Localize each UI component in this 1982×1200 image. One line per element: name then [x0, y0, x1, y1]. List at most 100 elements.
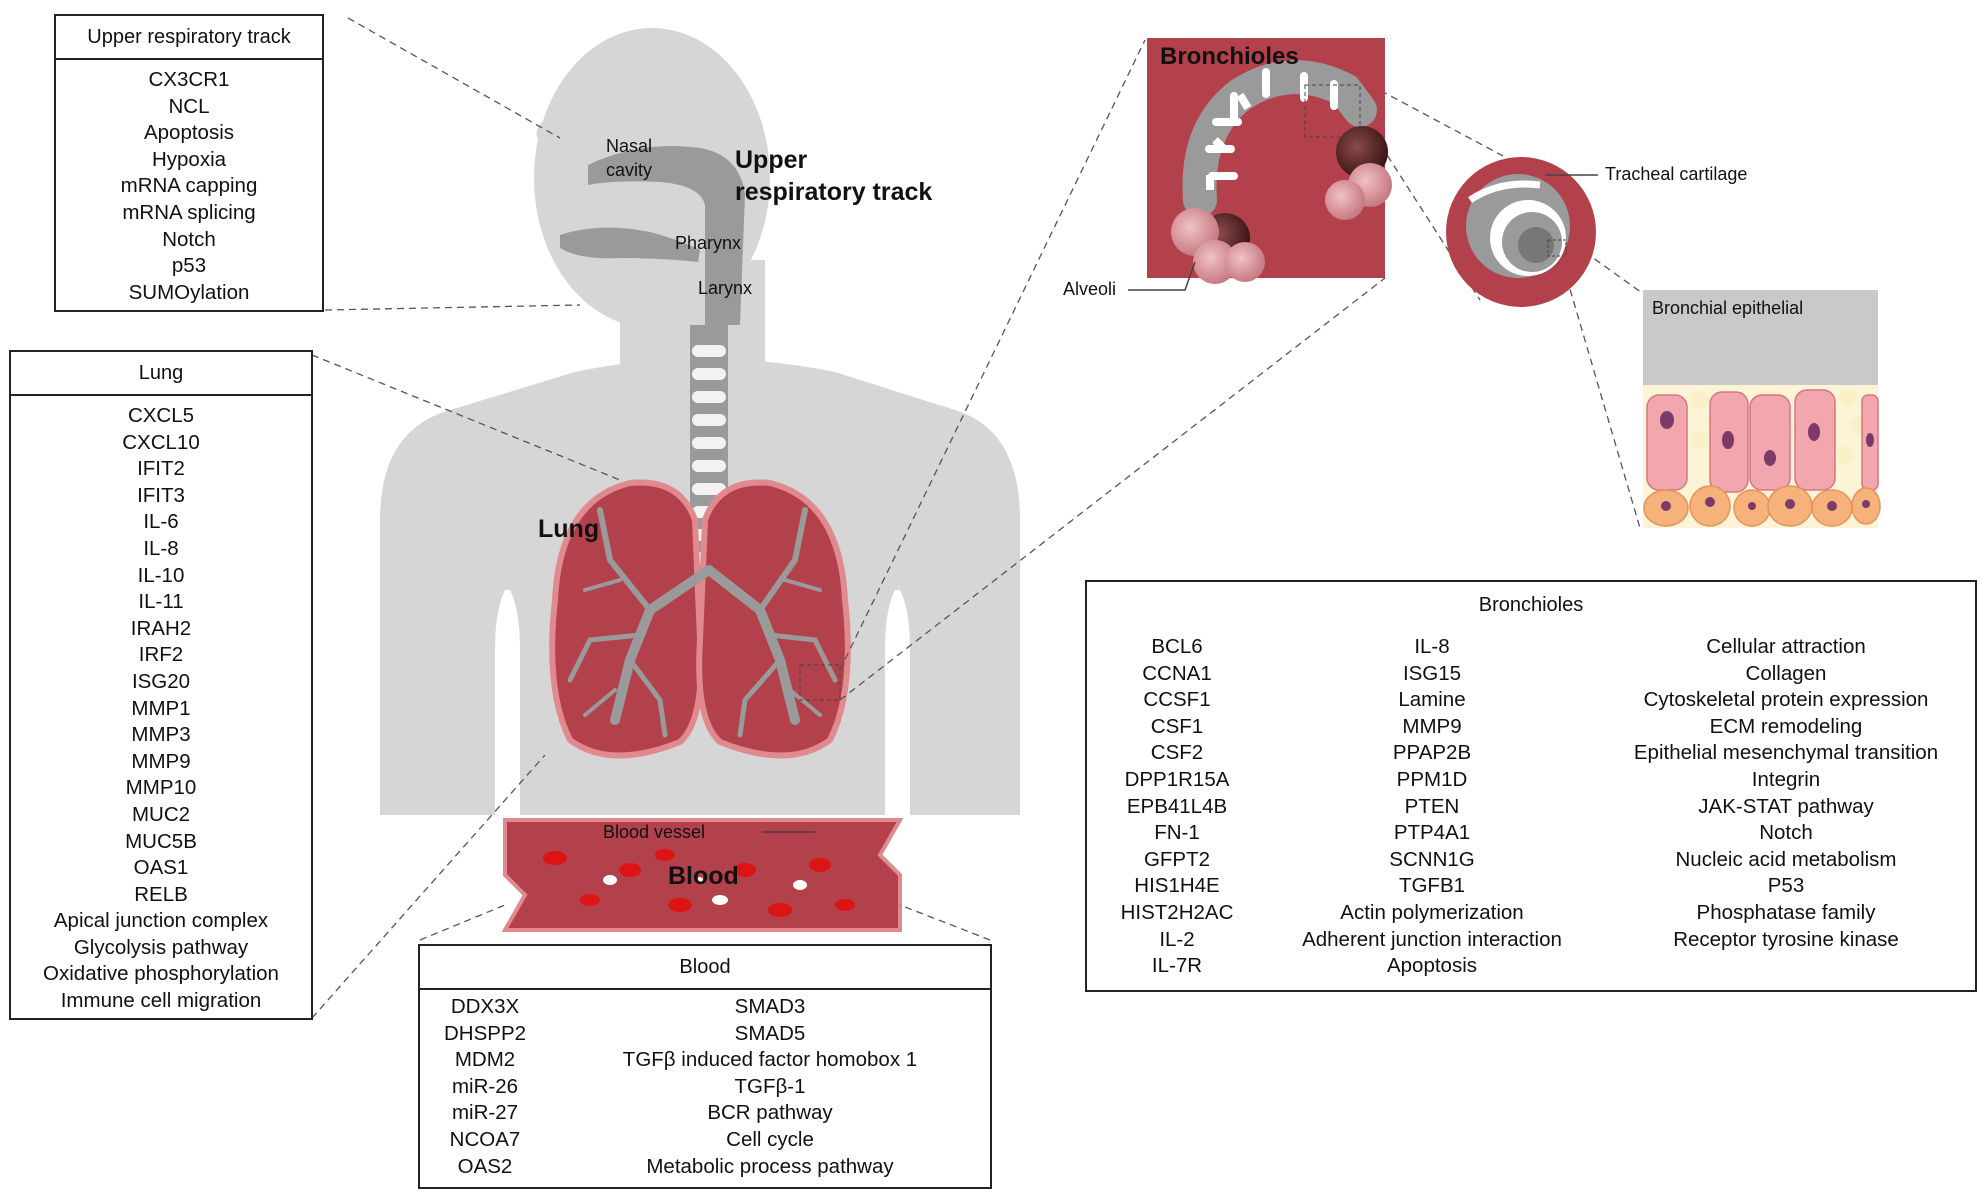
list-item: IL-10	[137, 563, 185, 587]
list-item: CXCL10	[122, 430, 200, 454]
list-item: IL-2	[1159, 927, 1195, 951]
list-item: PTEN	[1404, 794, 1460, 818]
list-item: IFIT2	[137, 457, 185, 481]
list-item: SMAD5	[734, 1021, 806, 1045]
list-item: CCSF1	[1143, 688, 1211, 712]
blood-vessel	[501, 818, 904, 932]
bronchioles-box: Bronchioles BCL6 CCNA1 CCSF1 CSF1 CSF2 D…	[1085, 580, 1977, 992]
list-item: BCR pathway	[707, 1101, 833, 1125]
list-item: Phosphatase family	[1696, 900, 1876, 924]
list-item: Apoptosis	[1386, 954, 1478, 978]
blood-box-header: Blood	[420, 946, 990, 990]
list-item: BCL6	[1151, 635, 1203, 658]
list-item: MMP1	[131, 696, 191, 720]
upper-respiratory-box: Upper respiratory track CX3CR1 NCL Apopt…	[54, 14, 324, 312]
list-item: Epithelial mesenchymal transition	[1633, 741, 1939, 765]
list-item: ISG20	[131, 669, 191, 693]
list-item: Glycolysis pathway	[73, 935, 249, 959]
list-item: TGFβ induced factor homobox 1	[622, 1048, 918, 1072]
blood-list-col2: SMAD3 SMAD5 TGFβ induced factor homobox …	[550, 994, 990, 1180]
list-item: JAK-STAT pathway	[1698, 794, 1874, 818]
list-item: IL-8	[143, 536, 179, 560]
list-item: PPM1D	[1396, 767, 1468, 791]
list-item: Cell cycle	[726, 1127, 814, 1151]
lung-box: Lung CXCL5 CXCL10 IFIT2 IFIT3 IL-6 IL-8 …	[9, 350, 313, 1020]
list-item: Actin polymerization	[1340, 900, 1524, 924]
lung-zoom-box	[799, 664, 841, 701]
tracheal-cartilage-diagram	[1446, 157, 1596, 307]
list-item: PTP4A1	[1393, 821, 1471, 845]
bronchioles-panel	[1147, 38, 1392, 284]
upper-title-line1: Upper	[735, 146, 808, 174]
list-item: HIST2H2AC	[1120, 900, 1234, 924]
lung-title: Lung	[538, 515, 600, 543]
list-item: Lamine	[1398, 688, 1466, 712]
bronchial-epithelial-label: Bronchial epithelial	[1652, 298, 1804, 318]
bronchioles-list-col3: Cellular attraction Collagen Cytoskeleta…	[1597, 634, 1975, 953]
list-item: IL-6	[143, 510, 179, 534]
list-item: DHSPP2	[443, 1021, 527, 1045]
list-item: CX3CR1	[148, 68, 230, 91]
list-item: MMP10	[125, 776, 197, 800]
lung-box-header: Lung	[11, 352, 311, 396]
right-lung	[696, 479, 851, 759]
list-item: MMP9	[1402, 714, 1462, 738]
list-item: mRNA splicing	[122, 200, 256, 224]
list-item: CSF1	[1150, 714, 1204, 738]
list-item: Apical junction complex	[53, 909, 269, 933]
blood-list-col1: DDX3X DHSPP2 MDM2 miR-26 miR-27 NCOA7 OA…	[420, 994, 550, 1180]
list-item: Apoptosis	[143, 121, 235, 145]
list-item: OAS1	[133, 856, 189, 880]
list-item: mRNA capping	[120, 174, 258, 198]
upper-respiratory-box-header: Upper respiratory track	[56, 16, 322, 60]
list-item: ISG15	[1402, 661, 1462, 685]
blood-vessel-label: Blood vessel	[603, 822, 706, 842]
list-item: MUC2	[131, 802, 191, 826]
upper-respiratory-title: Upper respiratory track	[735, 144, 932, 208]
list-item: miR-27	[451, 1101, 519, 1125]
blood-title: Blood	[668, 862, 739, 890]
list-item: Collagen	[1745, 661, 1827, 685]
list-item: HIS1H4E	[1134, 874, 1220, 898]
list-item: FN-1	[1154, 821, 1200, 845]
tracheal-cartilage-label: Tracheal cartilage	[1605, 164, 1748, 184]
blood-box: Blood DDX3X DHSPP2 MDM2 miR-26 miR-27 NC…	[418, 944, 992, 1189]
list-item: CCNA1	[1142, 661, 1212, 685]
list-item: IL-8	[1414, 635, 1450, 658]
list-item: Receptor tyrosine kinase	[1673, 927, 1899, 951]
list-item: DPP1R15A	[1124, 767, 1230, 791]
list-item: SMAD3	[734, 995, 806, 1018]
list-item: MMP3	[131, 723, 191, 747]
list-item: MMP9	[131, 749, 191, 773]
list-item: Notch	[1759, 821, 1813, 845]
alveoli-label: Alveoli	[1063, 279, 1117, 299]
bronchioles-list-col2: IL-8 ISG15 Lamine MMP9 PPAP2B PPM1D PTEN…	[1267, 634, 1597, 980]
mouth-cavity	[560, 227, 700, 262]
list-item: MUC5B	[125, 829, 197, 853]
upper-respiratory-list: CX3CR1 NCL Apoptosis Hypoxia mRNA cappin…	[56, 60, 322, 306]
list-item: EPB41L4B	[1126, 794, 1228, 818]
pharynx-label: Pharynx	[675, 233, 742, 253]
list-item: IRF2	[138, 643, 184, 667]
list-item: Hypoxia	[151, 147, 227, 171]
upper-title-line2: respiratory track	[735, 178, 933, 206]
list-item: GFPT2	[1143, 847, 1211, 871]
list-item: MDM2	[454, 1048, 516, 1072]
list-item: SCNN1G	[1389, 847, 1475, 871]
list-item: Cellular attraction	[1706, 635, 1866, 658]
list-item: p53	[171, 254, 207, 278]
list-item: miR-26	[451, 1074, 519, 1098]
left-lung	[549, 479, 704, 759]
list-item: NCOA7	[449, 1127, 521, 1151]
list-item: TGFB1	[1398, 874, 1466, 898]
list-item: Oxidative phosphorylation	[43, 962, 279, 986]
list-item: Nucleic acid metabolism	[1675, 847, 1897, 871]
list-item: CXCL5	[127, 404, 195, 427]
list-item: CSF2	[1150, 741, 1204, 765]
bronchial-epithelial-panel	[1643, 290, 1881, 528]
nasal-label-line2: cavity	[605, 160, 652, 180]
list-item: Immune cell migration	[60, 989, 262, 1013]
bronchioles-box-header: Bronchioles	[1478, 594, 1584, 616]
list-item: IFIT3	[137, 483, 185, 507]
